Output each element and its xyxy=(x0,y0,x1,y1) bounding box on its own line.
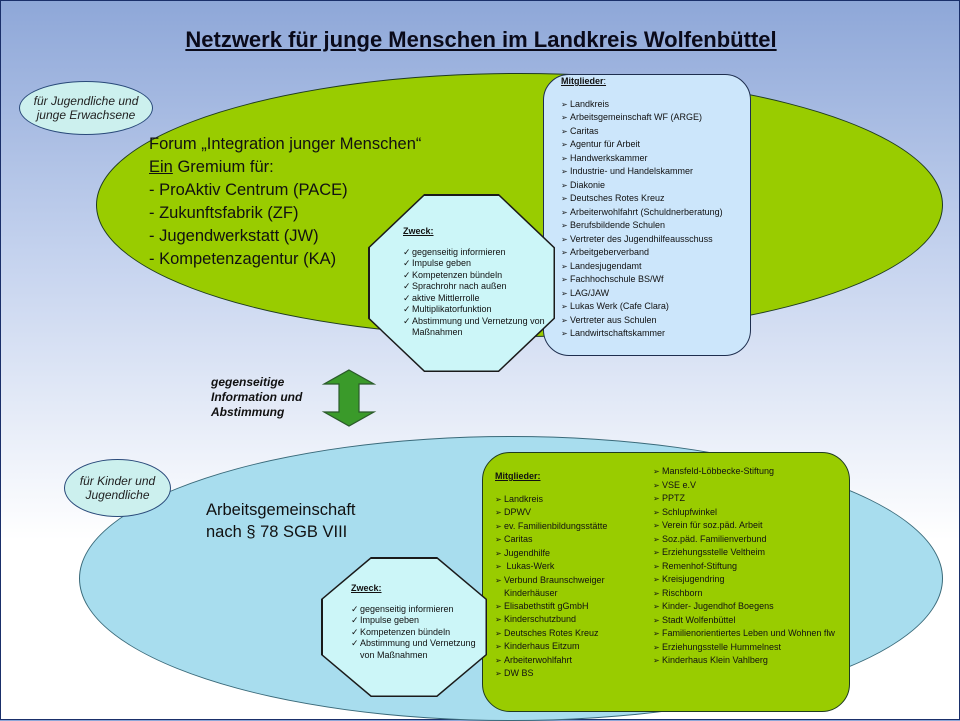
member-item-list: Mansfeld-Löbbecke-StiftungVSE e.VPPTZSch… xyxy=(653,465,838,668)
member-item: Agentur für Arbeit xyxy=(561,138,723,152)
members-heading: Mitglieder: xyxy=(561,76,607,86)
member-item: Stadt Wolfenbüttel xyxy=(653,614,838,628)
member-item-list: LandkreisArbeitsgemeinschaft WF (ARGE)Ca… xyxy=(561,98,723,341)
ag-title: Arbeitsgemeinschaft nach § 78 SGB VIII xyxy=(206,501,356,541)
member-item: Vertreter aus Schulen xyxy=(561,314,723,328)
member-item: Kinderhaus Eitzum xyxy=(495,640,645,654)
member-item: DPWV xyxy=(495,506,645,520)
purpose-item-list: gegenseitig informierenImpulse gebenKomp… xyxy=(403,247,553,339)
members-heading: Mitglieder: xyxy=(495,471,541,481)
forum-title: Forum „Integration junger Menschen“ xyxy=(149,135,422,153)
purpose-item: gegenseitig informieren xyxy=(403,247,553,259)
forum-description: Forum „Integration junger Menschen“ Ein … xyxy=(149,133,421,271)
purpose-heading: Zweck: xyxy=(403,226,434,236)
arrow-label: gegenseitige Information und Abstimmung xyxy=(211,375,303,419)
member-item: Mansfeld-Löbbecke-Stiftung xyxy=(653,465,838,479)
forum-item: - Kompetenzagentur (KA) xyxy=(149,250,337,268)
forum-purpose: Zweck: gegenseitig informierenImpulse ge… xyxy=(403,226,553,339)
member-item-list: LandkreisDPWVev. FamilienbildungsstätteC… xyxy=(495,493,645,681)
member-item: Remenhof-Stiftung xyxy=(653,560,838,574)
purpose-item: Impulse geben xyxy=(403,258,553,270)
member-item: Arbeiterwohlfahrt xyxy=(495,654,645,668)
ag-purpose: Zweck: gegenseitig informierenImpulse ge… xyxy=(351,583,481,661)
purpose-item: Kompetenzen bündeln xyxy=(351,627,481,639)
member-item: Kreisjugendring xyxy=(653,573,838,587)
member-item: Handwerkskammer xyxy=(561,152,723,166)
member-item: LAG/JAW xyxy=(561,287,723,301)
forum-item: - ProAktiv Centrum (PACE) xyxy=(149,181,348,199)
member-item: Elisabethstift gGmbH xyxy=(495,600,645,614)
member-item: PPTZ xyxy=(653,492,838,506)
member-item: Rischborn xyxy=(653,587,838,601)
member-item: Deutsches Rotes Kreuz xyxy=(561,192,723,206)
purpose-item: Impulse geben xyxy=(351,615,481,627)
purpose-item: Sprachrohr nach außen xyxy=(403,281,553,293)
member-item: Lukas-Werk xyxy=(495,560,645,574)
purpose-item: Multiplikatorfunktion xyxy=(403,304,553,316)
target-group-bubble-youth-adults: für Jugendliche und junge Erwachsene xyxy=(19,81,153,135)
target-group-bubble-children: für Kinder und Jugendliche xyxy=(64,459,171,517)
member-item: Landkreis xyxy=(495,493,645,507)
member-item: Diakonie xyxy=(561,179,723,193)
member-item: Erziehungsstelle Hummelnest xyxy=(653,641,838,655)
member-item: VSE e.V xyxy=(653,479,838,493)
member-item: Industrie- und Handelskammer xyxy=(561,165,723,179)
member-item: Vertreter des Jugendhilfeausschuss xyxy=(561,233,723,247)
member-item: Kinderhaus Klein Vahlberg xyxy=(653,654,838,668)
purpose-item: aktive Mittlerrolle xyxy=(403,293,553,305)
member-item: Arbeitgeberverband xyxy=(561,246,723,260)
forum-item: - Zukunftsfabrik (ZF) xyxy=(149,204,299,222)
bubble-line: für Kinder und xyxy=(79,474,156,488)
member-item: Kinder- Jugendhof Boegens xyxy=(653,600,838,614)
purpose-item: Kompetenzen bündeln xyxy=(403,270,553,282)
forum-members-list: Mitglieder: LandkreisArbeitsgemeinschaft… xyxy=(561,75,723,341)
double-arrow-icon xyxy=(321,369,377,427)
bubble-line: für Jugendliche und xyxy=(33,94,139,108)
forum-item: - Jugendwerkstatt (JW) xyxy=(149,227,319,245)
ag-members-list-1: Mitglieder: LandkreisDPWVev. Familienbil… xyxy=(495,470,645,681)
member-item: Jugendhilfe xyxy=(495,547,645,561)
member-item: Verbund Braunschweiger Kinderhäuser xyxy=(495,574,645,600)
ag-members-box: Mitglieder: LandkreisDPWVev. Familienbil… xyxy=(482,452,850,712)
member-item: Schlupfwinkel xyxy=(653,506,838,520)
member-item: Fachhochschule BS/Wf xyxy=(561,273,723,287)
member-item: Berufsbildende Schulen xyxy=(561,219,723,233)
member-item: Caritas xyxy=(561,125,723,139)
member-item: Arbeitsgemeinschaft WF (ARGE) xyxy=(561,111,723,125)
member-item: DW BS xyxy=(495,667,645,681)
member-item: Familienorientiertes Leben und Wohnen fl… xyxy=(653,627,838,641)
purpose-heading: Zweck: xyxy=(351,583,382,593)
member-item: Soz.päd. Familienverbund xyxy=(653,533,838,547)
member-item: Arbeiterwohlfahrt (Schuldnerberatung) xyxy=(561,206,723,220)
page-title: Netzwerk für junge Menschen im Landkreis… xyxy=(185,27,777,52)
member-item: Lukas Werk (Cafe Clara) xyxy=(561,300,723,314)
member-item: Landwirtschaftskammer xyxy=(561,327,723,341)
forum-members-box: Mitglieder: LandkreisArbeitsgemeinschaft… xyxy=(543,74,751,356)
purpose-item: gegenseitig informieren xyxy=(351,604,481,616)
member-item: Deutsches Rotes Kreuz xyxy=(495,627,645,641)
forum-subtitle: Ein Gremium für: xyxy=(149,158,274,176)
bubble-line: junge Erwachsene xyxy=(36,108,136,122)
purpose-item: Abstimmung und Vernetzung von Maßnahmen xyxy=(351,638,481,661)
member-item: Erziehungsstelle Veltheim xyxy=(653,546,838,560)
purpose-item: Abstimmung und Vernetzung von Maßnahmen xyxy=(403,316,553,339)
ag-purpose-octagon: Zweck: gegenseitig informierenImpulse ge… xyxy=(321,557,487,697)
member-item: Landkreis xyxy=(561,98,723,112)
forum-purpose-octagon: Zweck: gegenseitig informierenImpulse ge… xyxy=(368,194,555,372)
member-item: ev. Familienbildungsstätte xyxy=(495,520,645,534)
member-item: Verein für soz.päd. Arbeit xyxy=(653,519,838,533)
member-item: Kinderschutzbund xyxy=(495,613,645,627)
purpose-item-list: gegenseitig informierenImpulse gebenKomp… xyxy=(351,604,481,662)
member-item: Caritas xyxy=(495,533,645,547)
member-item: Landesjugendamt xyxy=(561,260,723,274)
bubble-line: Jugendliche xyxy=(85,488,150,502)
ag-members-list-2: Mansfeld-Löbbecke-StiftungVSE e.VPPTZSch… xyxy=(653,465,838,668)
